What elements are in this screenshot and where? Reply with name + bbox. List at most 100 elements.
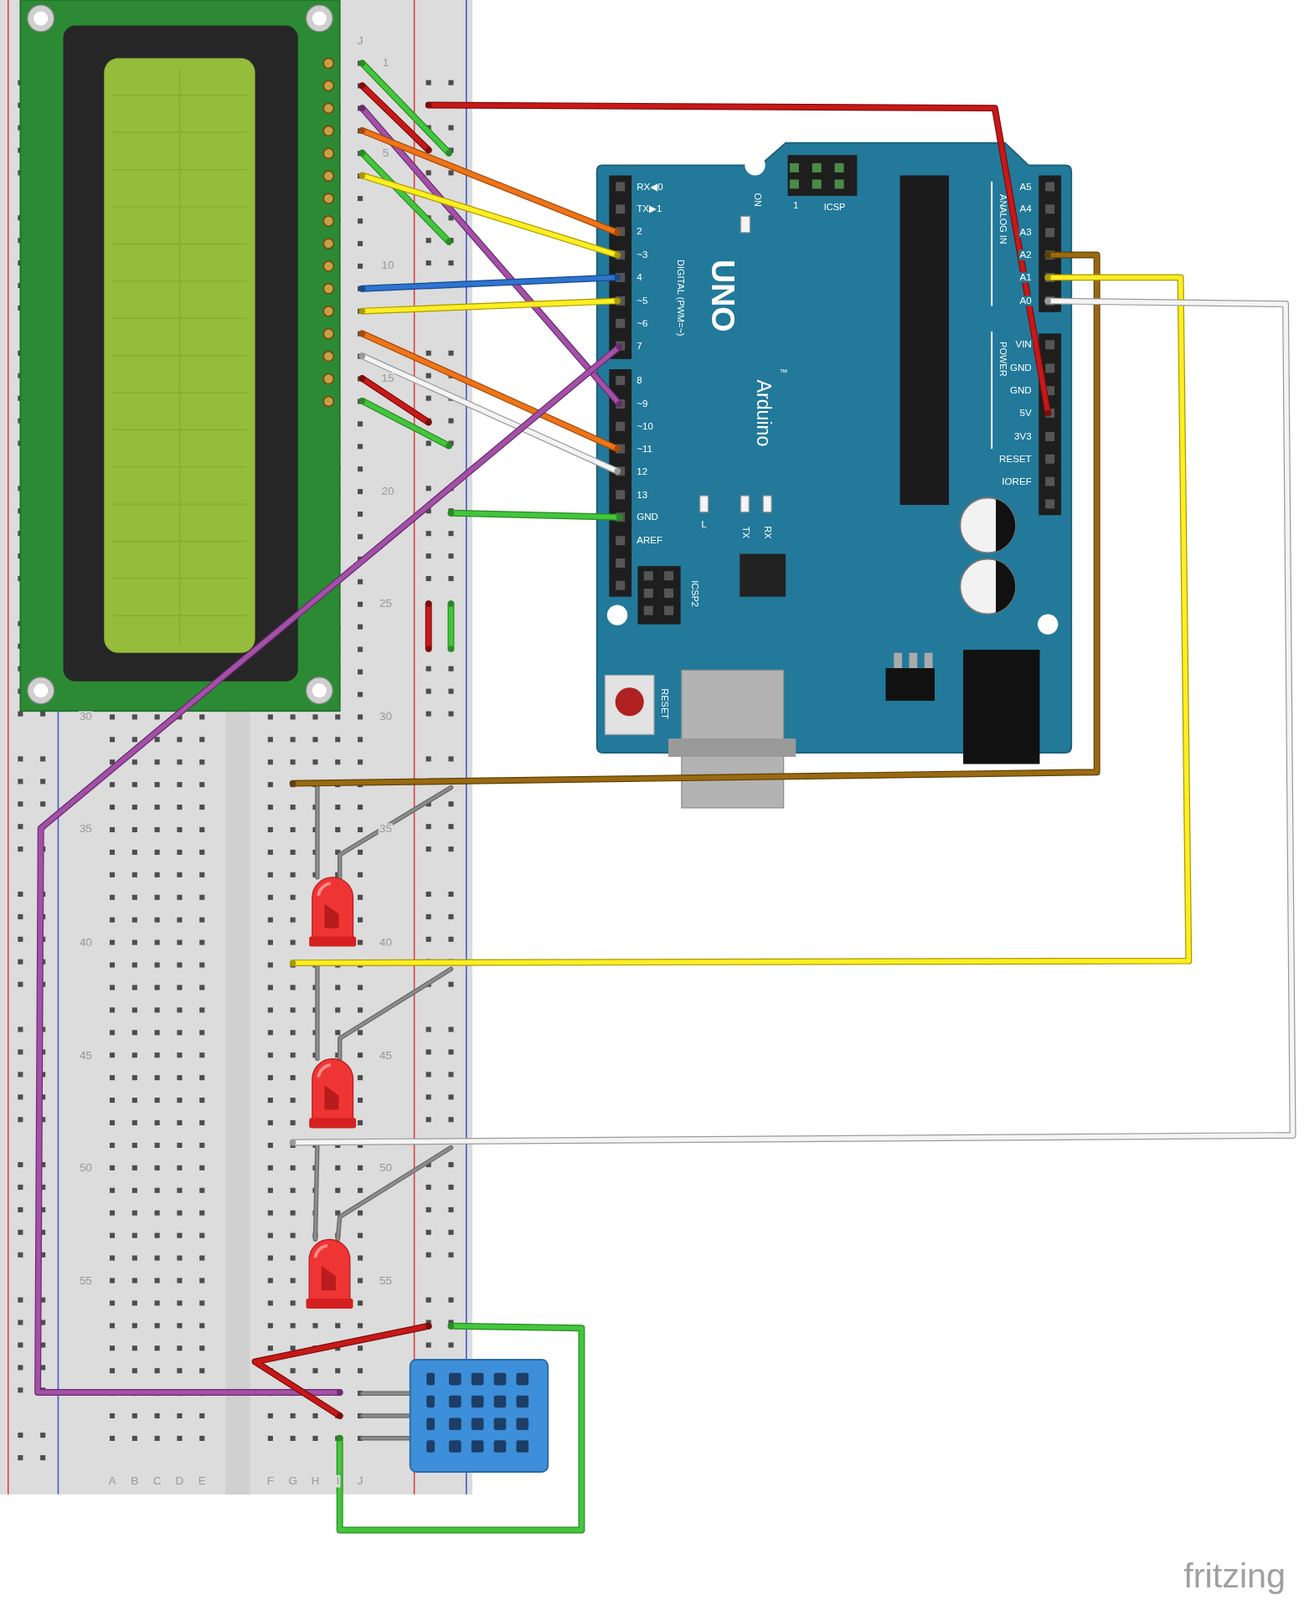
- header-hole: [615, 376, 625, 386]
- jumper-wire: [362, 401, 450, 447]
- wire-end: [448, 1323, 454, 1330]
- wire-end: [289, 780, 296, 787]
- lcd-pin: [323, 57, 334, 68]
- rail-hole: [426, 485, 432, 491]
- breadboard-hole: [357, 917, 363, 923]
- rail-hole: [17, 1207, 23, 1213]
- jumper-wire: [448, 603, 454, 650]
- pin-header: [608, 369, 632, 598]
- component-leg: [362, 1436, 413, 1441]
- breadboard-hole: [290, 1097, 296, 1103]
- breadboard-hole: [357, 1165, 363, 1171]
- breadboard-hole: [357, 1300, 363, 1306]
- rail-hole: [426, 1026, 432, 1032]
- rail-hole: [426, 103, 432, 109]
- pin-label: ~11: [635, 443, 654, 454]
- breadboard-hole: [154, 895, 160, 901]
- wire-end: [613, 445, 620, 452]
- sensor-grille: [426, 1417, 435, 1431]
- sensor-grille: [515, 1417, 529, 1431]
- jumper-wire: [448, 603, 455, 650]
- breadboard-hole: [109, 1278, 115, 1284]
- icsp-pin: [812, 163, 822, 173]
- breadboard-hole: [312, 1368, 318, 1374]
- rail-line-red: [7, 0, 10, 1495]
- component-leg: [340, 788, 452, 878]
- board-logo: Arduino: [752, 378, 774, 448]
- wire-end: [359, 375, 366, 382]
- breadboard-hole: [154, 804, 160, 810]
- led-rim: [305, 1298, 353, 1310]
- rail-hole: [40, 1432, 46, 1439]
- board-label: ANALOG IN: [997, 193, 1007, 246]
- breadboard-hole: [199, 759, 205, 765]
- pin-label: A2: [1018, 250, 1033, 261]
- breadboard-hole: [268, 782, 274, 788]
- rail-hole: [17, 824, 23, 830]
- breadboard-hole: [312, 737, 318, 743]
- column-letter: J: [355, 35, 364, 47]
- breadboard-hole: [176, 1120, 182, 1126]
- rail-hole: [448, 576, 454, 582]
- sensor-grille: [515, 1396, 529, 1409]
- row-number: 35: [378, 823, 393, 835]
- breadboard-hole: [290, 714, 296, 720]
- sensor-grille: [448, 1417, 462, 1431]
- sensor-grille: [494, 1373, 507, 1387]
- rail-line-red: [413, 0, 416, 1495]
- pin-label: ~3: [635, 250, 650, 261]
- breadboard-hole: [154, 1188, 160, 1194]
- breadboard-hole: [199, 737, 205, 743]
- breadboard-hole: [176, 1300, 182, 1306]
- breadboard-hole: [268, 714, 274, 720]
- breadboard-hole: [357, 1278, 363, 1284]
- row-number: 15: [380, 372, 395, 385]
- breadboard-hole: [176, 804, 182, 810]
- jumper-wire: [428, 104, 1049, 413]
- rail-hole: [40, 778, 46, 784]
- breadboard-hole: [109, 714, 115, 720]
- rail-hole: [448, 824, 454, 830]
- breadboard-hole: [109, 1255, 115, 1261]
- breadboard-hole: [154, 917, 160, 923]
- mounting-hole: [27, 677, 55, 705]
- breadboard-hole: [199, 1233, 205, 1239]
- board-label: ICSP: [823, 203, 847, 213]
- breadboard-hole: [199, 827, 205, 833]
- rail-hole: [426, 824, 432, 830]
- lcd-pin: [323, 238, 334, 249]
- header-hole: [1045, 227, 1055, 238]
- breadboard-hole: [132, 984, 138, 990]
- lcd-pin: [323, 216, 334, 227]
- breadboard-hole: [268, 1211, 274, 1217]
- pin-label: ~10: [635, 421, 655, 432]
- pin-label: 3V3: [1013, 431, 1033, 442]
- breadboard-hole: [268, 962, 274, 968]
- rail-hole: [426, 937, 432, 943]
- rail-hole: [426, 350, 432, 356]
- icsp-pin: [789, 179, 799, 189]
- breadboard-hole: [132, 714, 138, 720]
- breadboard-hole: [335, 1030, 341, 1036]
- mounting-hole: [744, 154, 765, 176]
- breadboard-hole: [357, 1052, 363, 1058]
- breadboard-hole: [154, 1165, 160, 1171]
- mounting-hole: [607, 604, 628, 625]
- board-label: POWER: [997, 340, 1007, 378]
- breadboard-hole: [268, 1413, 274, 1419]
- board-label: ICSP2: [689, 579, 699, 609]
- rail-hole: [426, 666, 432, 672]
- column-letter: J: [355, 1475, 364, 1488]
- sensor-grille: [494, 1417, 507, 1431]
- breadboard-hole: [199, 917, 205, 923]
- lcd-grid: [112, 541, 248, 542]
- breadboard-hole: [154, 850, 160, 856]
- wire-end: [613, 252, 620, 258]
- lcd-grid: [112, 504, 248, 506]
- breadboard-hole: [357, 872, 363, 878]
- component-leg: [362, 1414, 413, 1418]
- rail-hole: [448, 801, 454, 807]
- breadboard-hole: [154, 714, 160, 720]
- jumper-wire: [450, 513, 619, 518]
